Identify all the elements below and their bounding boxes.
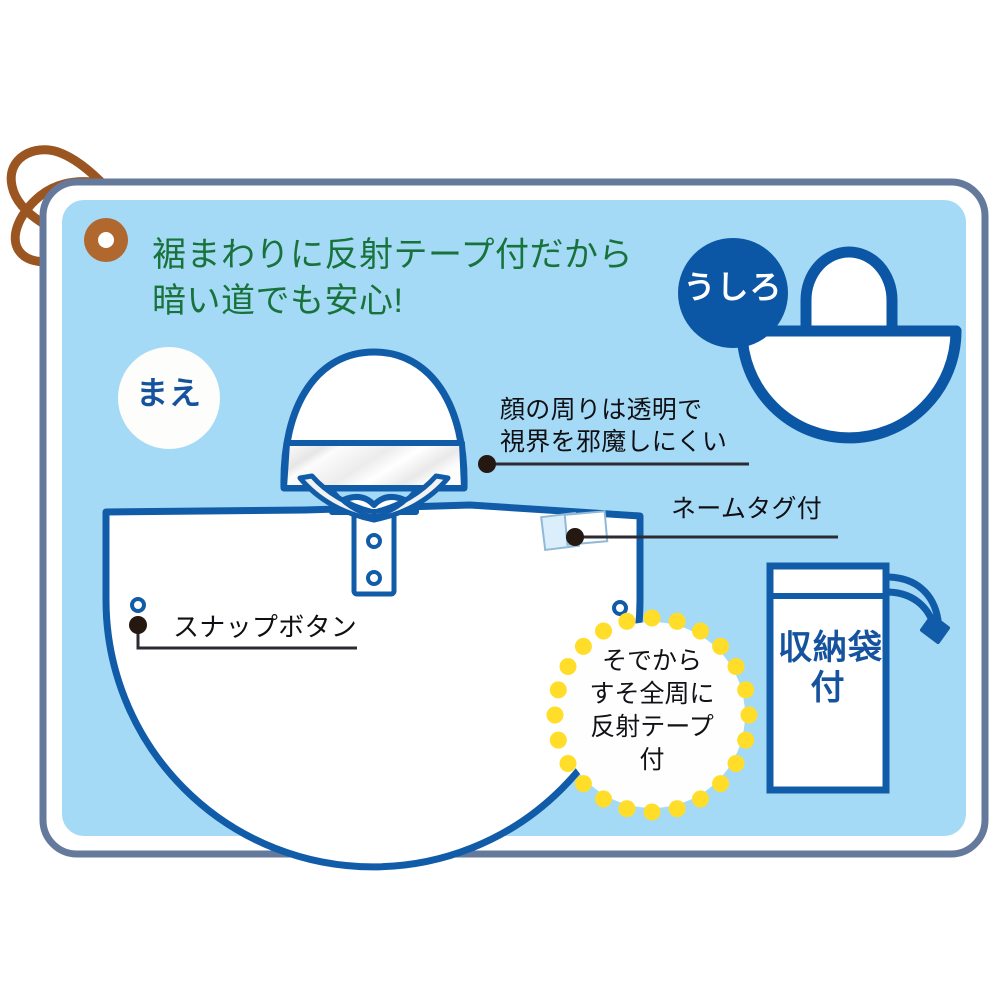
leader-line-face bbox=[478, 455, 749, 473]
reflective-dot bbox=[559, 755, 577, 772]
storage-bag-body bbox=[766, 562, 890, 794]
reflective-dot bbox=[549, 731, 567, 749]
back-poncho-body bbox=[736, 325, 962, 444]
reflective-dot bbox=[595, 790, 612, 808]
reflective-dot bbox=[712, 637, 730, 655]
callout-snap-button: スナップボタン bbox=[173, 612, 358, 642]
hood-transparent-band bbox=[281, 440, 467, 491]
badge-front-label: まえ bbox=[135, 375, 202, 411]
reflective-dot bbox=[549, 681, 567, 699]
reflective-dot bbox=[643, 803, 661, 821]
snap-button-placket-bottom bbox=[366, 570, 382, 586]
grommet-hole-icon bbox=[98, 232, 114, 248]
hood-drape-fold-left bbox=[328, 484, 375, 519]
headline-text: 裾まわりに反射テープ付だから 暗い道でも安心! bbox=[152, 236, 633, 320]
hood-drape-fold-right bbox=[373, 484, 420, 519]
reflective-badge-text: そでから すそ全周に 反射テープ 付 bbox=[589, 647, 715, 774]
snap-button-placket-top bbox=[366, 533, 382, 549]
reflective-dot bbox=[692, 790, 709, 808]
badge-back-label: うしろ bbox=[683, 269, 783, 305]
reflective-badge-circle bbox=[559, 622, 745, 808]
leader-line-nametag bbox=[566, 528, 838, 546]
reflective-dot bbox=[546, 706, 564, 724]
leader-line-snap bbox=[129, 616, 357, 650]
reflective-dot bbox=[737, 681, 755, 699]
back-poncho-hood bbox=[800, 246, 898, 337]
reflective-dot bbox=[740, 706, 758, 724]
storage-bag-cord-end bbox=[920, 614, 950, 644]
reflective-dot bbox=[643, 609, 661, 627]
reflective-dot bbox=[559, 658, 577, 675]
reflective-dot bbox=[727, 755, 745, 772]
reflective-dot bbox=[737, 731, 755, 749]
snap-button-right bbox=[612, 600, 628, 616]
storage-bag-drawstring-upper bbox=[882, 573, 942, 624]
callout-name-tag: ネームタグ付 bbox=[671, 495, 823, 523]
badge-front-circle bbox=[118, 347, 220, 449]
reflective-dot bbox=[574, 775, 592, 793]
snap-button-left bbox=[130, 597, 146, 613]
reflective-dot bbox=[727, 658, 745, 675]
badge-back-circle bbox=[678, 238, 788, 348]
reflective-dot bbox=[692, 622, 709, 640]
reflective-dot bbox=[574, 637, 592, 655]
reflective-dot bbox=[618, 800, 636, 818]
reflective-dot bbox=[595, 622, 612, 640]
storage-bag-label: 収納袋 付 bbox=[778, 629, 883, 708]
reflective-dot bbox=[668, 612, 686, 630]
callout-face-transparent: 顔の周りは透明で 視界を邪魔しにくい bbox=[500, 396, 728, 456]
reflective-dot bbox=[618, 612, 636, 630]
reflective-dot bbox=[668, 800, 686, 818]
reflective-dot bbox=[712, 775, 730, 793]
